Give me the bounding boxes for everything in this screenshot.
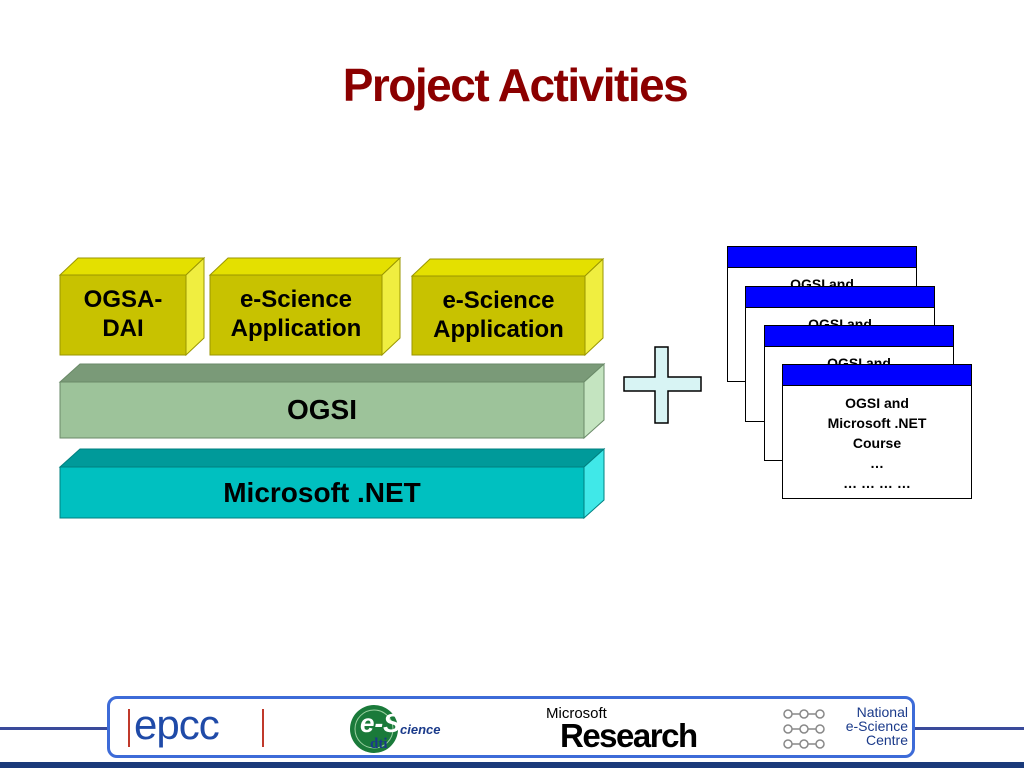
course-doc-front: OGSI and Microsoft .NET Course … … … … … — [782, 364, 972, 499]
escience-dti-logo: e-S cience dti — [346, 702, 456, 754]
doc-title-bar — [783, 365, 971, 386]
epcc-logo: epcc — [128, 701, 268, 749]
layer-microsoft-net — [58, 447, 606, 520]
block-ogsa-dai — [58, 256, 206, 357]
layer-microsoft-net-label: Microsoft .NET — [223, 476, 421, 508]
network-grid-icon — [783, 709, 825, 749]
plus-icon — [623, 346, 702, 424]
footer-bottom-band — [0, 762, 1024, 768]
layer-ogsi — [58, 362, 606, 440]
block-escience-app-2 — [410, 257, 605, 357]
national-escience-centre-logo: National e-Science Centre — [780, 705, 910, 753]
doc-title-bar — [728, 247, 916, 268]
doc-text: OGSI and Microsoft .NET Course … … … … … — [827, 395, 927, 491]
footer-logo-box: epcc e-S cience dti Microsoft Research — [107, 696, 915, 758]
doc-title-bar — [746, 287, 934, 308]
slide-title: Project Activities — [342, 59, 689, 111]
doc-title-bar — [765, 326, 953, 347]
layer-ogsi-label: OGSI — [286, 394, 357, 426]
microsoft-research-logo: Microsoft Research — [546, 705, 698, 754]
globe-icon — [350, 705, 398, 753]
block-ogsa-dai-label: OGSA-DAI — [83, 286, 163, 342]
block-escience-app-1 — [208, 256, 402, 357]
